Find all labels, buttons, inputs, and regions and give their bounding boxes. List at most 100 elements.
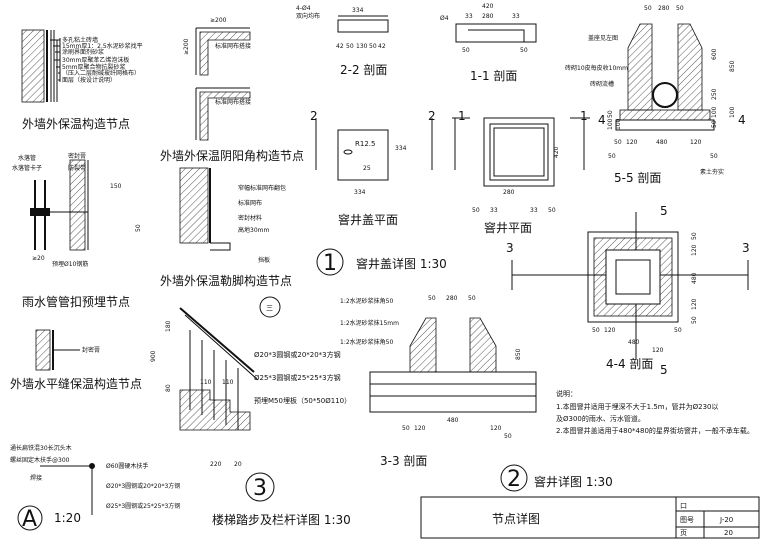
stair-dim-900: 900 <box>150 350 157 362</box>
sec11-title: 1-1 剖面 <box>470 69 517 83</box>
stair-dim-220: 220 <box>210 461 222 468</box>
section-1-1: Ø4 420 280 33 33 50 50 1-1 剖面 <box>440 3 537 83</box>
downpipe-dim-150: 150 <box>110 183 122 190</box>
s55-side-850: 850 <box>729 60 736 72</box>
plinth-label-3: 密封材料 <box>238 214 262 222</box>
s44-side-120b: 120 <box>691 298 698 310</box>
s55-side-100a: 100 <box>711 106 718 118</box>
s44-cut3-left: 3 <box>506 241 514 255</box>
s33-top-50a: 50 <box>428 295 436 302</box>
project-title: 节点详图 <box>492 511 540 526</box>
s33-bot-120b: 120 <box>490 425 502 432</box>
downpipe-dim-50: 50 <box>135 224 142 232</box>
label-page: 页 <box>680 529 687 537</box>
stair-dim-110a: 110 <box>200 379 212 386</box>
s44-bot-50b: 50 <box>674 327 682 334</box>
s44-title: 4-4 剖面 <box>606 357 653 371</box>
s33-bot-50b: 50 <box>504 433 512 440</box>
rail-label-6: Ø25*3圆钢或25*25*3方钢 <box>106 502 180 510</box>
sec11-dim-420: 420 <box>482 3 494 10</box>
well-cut-left: 1 <box>458 109 466 123</box>
downpipe-label-5: 预埋Ø10钢筋 <box>52 260 88 268</box>
well-dim-50a: 50 <box>472 207 480 214</box>
sec11-rebar: Ø4 <box>440 15 449 22</box>
detail-3-label: 3 楼梯踏步及栏杆详图 1:30 <box>212 472 351 527</box>
rail-label-1: 通长扁铁混30长沉头木 <box>10 444 72 452</box>
wall-layer-4: 30mm厚聚苯乙烯泡沫板 <box>62 56 129 64</box>
s55-top-2: 280 <box>658 5 670 12</box>
lid-plan: 2 2 R12.5 25 334 334 窨井盖平面 <box>310 109 436 227</box>
lid22-bot-3: 130 <box>356 43 368 50</box>
well-plan: 1 1 420 280 50 33 33 50 窨井平面 <box>452 109 590 235</box>
detail-a-scale: 1:20 <box>54 511 81 525</box>
lid22-bot-5: 42 <box>378 43 386 50</box>
s44-bot-480: 480 <box>628 339 640 346</box>
s55-top-3: 50 <box>676 5 684 12</box>
joint-node: 封密膏 外墙水平缝保温构造节点 <box>10 329 142 391</box>
s44-bot-120b: 120 <box>652 347 664 354</box>
well-dim-50b: 50 <box>548 207 556 214</box>
plinth-dim: 高地30mm <box>238 226 269 234</box>
lid-plan-height: 334 <box>395 145 407 152</box>
wall-insulation-title: 外墙外保温构造节点 <box>22 116 130 131</box>
detail-3-title: 楼梯踏步及栏杆详图 1:30 <box>212 512 351 527</box>
s55-label-1: 盖座见左图 <box>588 34 618 42</box>
downpipe-label-3: 密封膏 <box>68 152 86 160</box>
lid-section-2-2: 4-Ø4 双向均布 334 42 50 130 50 42 2-2 剖面 <box>296 5 389 77</box>
detail-a-letter: A <box>22 507 37 532</box>
detail-1-label: 1 窨井盖详图 1:30 <box>316 248 447 276</box>
brick-wall <box>21 29 45 103</box>
s44-side-120a: 120 <box>691 244 698 256</box>
s55-side-50: 50 <box>711 120 718 128</box>
s33-label-3: 1:2水泥砂浆抹角50 <box>340 338 393 346</box>
well-dim-420: 420 <box>553 146 560 158</box>
joint-label: 封密膏 <box>82 346 100 354</box>
wall-insulation-node: 多孔粘土砖墙 15mm厚1：2.5水泥砂浆找平 涂刷界面剂砂浆 30mm厚聚苯乙… <box>21 29 143 131</box>
s33-top-280: 280 <box>446 295 458 302</box>
lid-hole-dim: 25 <box>363 165 371 172</box>
title-block: 节点详图 口 图号 页 J-20 20 <box>420 496 760 539</box>
sec11-dim-50b: 50 <box>520 47 528 54</box>
notes-head: 说明： <box>556 389 577 398</box>
plinth-label-4: 挡板 <box>258 256 270 264</box>
downpipe-title: 雨水管管扣预埋节点 <box>22 294 130 309</box>
rail-label-4: Ø60圆硬木扶手 <box>106 462 148 470</box>
stair-detail: 三 Ø20*3圆钢或20*20*3方钢 Ø25*3圆钢或25*25*3方钢 预埋… <box>150 296 351 468</box>
detail-2-title: 窨井详图 1:30 <box>534 474 613 489</box>
drawing-number: J-20 <box>719 516 733 524</box>
wall-layer-2: 15mm厚1：2.5水泥砂浆找平 <box>62 42 143 50</box>
s44-side-480: 480 <box>691 272 698 284</box>
lid22-bot-1: 42 <box>336 43 344 50</box>
detail-2-number: 2 <box>507 467 521 492</box>
stair-dim-20: 20 <box>234 461 242 468</box>
s55-left-100b: 100 <box>615 118 622 130</box>
well-cut-right: 1 <box>580 109 588 123</box>
s44-cut3-right: 3 <box>742 241 750 255</box>
corner-insulation-node: ≥200 ≥200 标准网布搭接 标准网布搭接 外墙外保温阴阳角构造节点 <box>160 17 304 163</box>
s55-side-250: 250 <box>711 88 718 100</box>
well-plan-title: 窨井平面 <box>484 220 532 235</box>
detail-1-title: 窨井盖详图 1:30 <box>356 256 447 271</box>
s55-top-1: 50 <box>644 5 652 12</box>
s55-side-600: 600 <box>711 48 718 60</box>
s33-bot-120a: 120 <box>414 425 426 432</box>
corner-dim-1: ≥200 <box>183 38 190 55</box>
title-mark: 口 <box>680 502 687 510</box>
stair-dim-110b: 110 <box>222 379 234 386</box>
lid22-bot-4: 50 <box>369 43 377 50</box>
detail-2-label: 2 窨井详图 1:30 <box>500 464 613 492</box>
lid22-rebar: 4-Ø4 <box>296 5 311 12</box>
downpipe-node: 水落管 水落管卡子 密封膏 防裂带 预埋Ø10钢筋 150 50 ≥20 雨水管… <box>12 152 142 309</box>
wall-layer-3: 涂刷界面剂砂浆 <box>62 48 104 56</box>
wall-layer-1: 多孔粘土砖墙 <box>62 36 98 44</box>
s44-side-50b: 50 <box>691 316 698 324</box>
s55-bot-120b: 120 <box>690 139 702 146</box>
sec11-dim-33b: 33 <box>512 13 520 20</box>
plinth-label-2: 标准网布 <box>238 199 262 207</box>
plinth-title: 外墙外保温勒脚构造节点 <box>160 273 292 288</box>
lid-plan-width: 334 <box>354 189 366 196</box>
lid-radius: R12.5 <box>355 140 375 148</box>
section-3-3: 50 280 50 1:2水泥砂浆抹角50 1:2水泥砂浆抹15mm 1:2水泥… <box>340 295 537 468</box>
s44-bot-50a: 50 <box>592 327 600 334</box>
